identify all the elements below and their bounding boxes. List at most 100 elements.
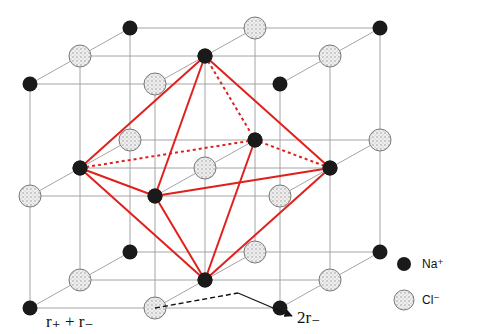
cl-ion-texture — [194, 157, 216, 179]
cl-ion-disc — [119, 129, 141, 151]
cl-ion — [69, 45, 91, 67]
cl-ion-texture — [119, 129, 141, 151]
na-ion — [198, 49, 213, 64]
na-ion — [323, 161, 338, 176]
cl-ion — [194, 157, 216, 179]
cl-ion-disc — [69, 269, 91, 291]
na-ion-disc — [198, 49, 213, 64]
octahedron-vertex-atoms — [73, 49, 338, 288]
cl-ion — [244, 241, 266, 263]
cl-ion-disc — [319, 45, 341, 67]
octahedron-edges — [80, 56, 330, 280]
na-ion-disc — [123, 245, 138, 260]
dashed-line — [155, 293, 238, 308]
na-ion — [373, 245, 388, 260]
octahedron-edge — [205, 140, 255, 280]
na-ion — [273, 77, 288, 92]
na-ion-disc — [148, 189, 163, 204]
cl-ion — [369, 129, 391, 151]
cl-ion-disc — [69, 45, 91, 67]
na-ion — [248, 133, 263, 148]
cl-ion — [69, 269, 91, 291]
na-ion — [23, 301, 38, 316]
na-ion-disc — [373, 245, 388, 260]
legend-text: Na⁺ — [422, 257, 444, 271]
cl-ion — [244, 17, 266, 39]
cl-ion-disc — [244, 241, 266, 263]
octahedron-edge — [255, 140, 330, 168]
cl-ion-texture — [319, 45, 341, 67]
cl-ion-disc — [144, 73, 166, 95]
na-ion-disc — [273, 77, 288, 92]
octahedron-edge — [205, 56, 330, 168]
na-ion-disc — [198, 273, 213, 288]
na-ion-disc — [73, 161, 88, 176]
cl-ion-texture — [269, 185, 291, 207]
legend-cl-sample — [394, 290, 414, 310]
octahedron-edge — [80, 168, 205, 280]
na-ion — [373, 21, 388, 36]
na-ion — [73, 161, 88, 176]
na-ion-disc — [148, 189, 163, 204]
cl-ion-disc — [269, 185, 291, 207]
cl-ion — [119, 129, 141, 151]
octahedron-edge — [80, 56, 205, 168]
na-ion-disc — [198, 273, 213, 288]
cl-ion-disc — [194, 157, 216, 179]
legend-swatch — [397, 257, 411, 271]
cl-ion — [319, 269, 341, 291]
octahedron-edge — [80, 140, 255, 168]
lattice-lines — [30, 28, 380, 308]
cl-ion-texture — [19, 185, 41, 207]
na-ion-disc — [23, 77, 38, 92]
na-ion — [123, 21, 138, 36]
cl-ion-disc — [244, 17, 266, 39]
octahedron-edge — [155, 168, 330, 196]
cl-ion-texture — [69, 45, 91, 67]
distance-label: 2r₋ — [295, 309, 322, 327]
octahedron-edge — [155, 56, 205, 196]
na-ion-disc — [73, 161, 88, 176]
na-ion — [148, 189, 163, 204]
distance-lines — [155, 293, 292, 316]
cl-ion-disc — [319, 269, 341, 291]
cl-ion-texture — [69, 269, 91, 291]
legend-text: Cl⁻ — [422, 293, 440, 307]
octahedron-edge — [80, 168, 155, 196]
cl-ion-texture — [319, 269, 341, 291]
octahedron-edge — [205, 56, 255, 140]
distance-label: r₊ + r₋ — [44, 313, 95, 331]
na-ion — [123, 245, 138, 260]
na-ion — [73, 161, 88, 176]
cl-sample-texture — [394, 290, 414, 310]
cl-ion-texture — [144, 73, 166, 95]
na-ion-disc — [23, 301, 38, 316]
lattice-line — [280, 140, 380, 196]
na-ion — [198, 49, 213, 64]
cl-ion — [144, 73, 166, 95]
cl-ion-disc — [369, 129, 391, 151]
cl-ion — [319, 45, 341, 67]
arrow-line — [238, 293, 292, 316]
na-ion-disc — [373, 21, 388, 36]
na-ion — [198, 273, 213, 288]
na-ion-disc — [248, 133, 263, 148]
na-ion-disc — [198, 49, 213, 64]
na-ion — [248, 133, 263, 148]
lattice-line — [280, 28, 380, 84]
cl-ion-texture — [244, 17, 266, 39]
cl-sample — [394, 290, 414, 310]
na-ion — [198, 273, 213, 288]
na-ion-disc — [123, 21, 138, 36]
na-ion-disc — [323, 161, 338, 176]
octahedron-edge — [155, 196, 205, 280]
cl-ion — [19, 185, 41, 207]
na-ion — [23, 77, 38, 92]
cl-ion — [269, 185, 291, 207]
na-ion — [148, 189, 163, 204]
na-ion-disc — [248, 133, 263, 148]
lattice-atoms — [19, 17, 391, 319]
na-ion-disc — [323, 161, 338, 176]
